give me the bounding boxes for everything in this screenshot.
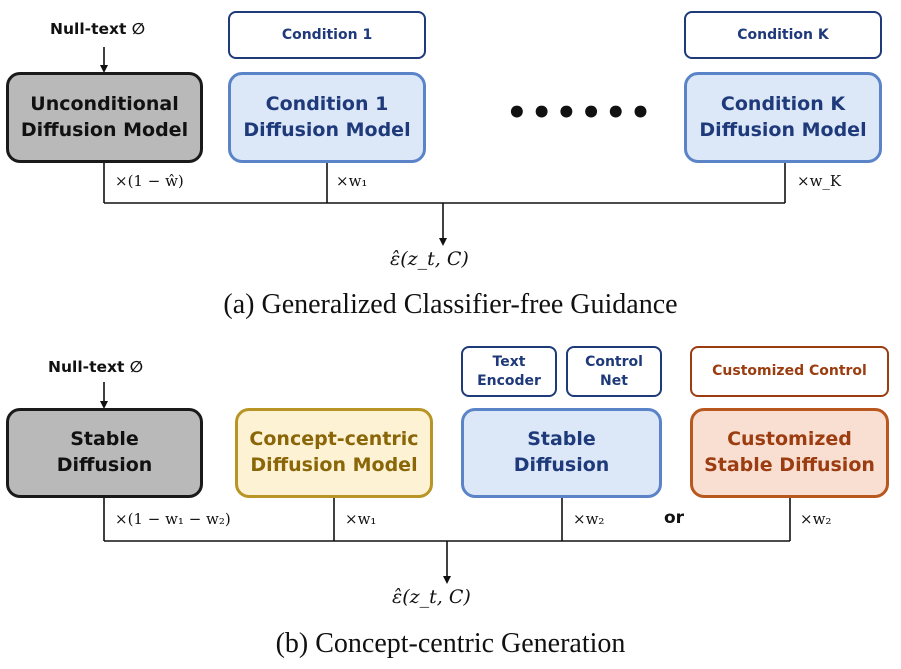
null-text-label-b: Null-text ∅ bbox=[48, 358, 144, 376]
weight-base-b: ×(1 − w₁ − w₂) bbox=[115, 510, 231, 528]
weight-w1-b: ×w₁ bbox=[345, 510, 377, 528]
null-text-label-a: Null-text ∅ bbox=[50, 20, 146, 38]
stable-diffusion-control-box: Stable Diffusion bbox=[461, 408, 662, 498]
condition-k-input: Condition K bbox=[684, 11, 882, 59]
control-net-input: Control Net bbox=[566, 346, 662, 397]
condition-1-diffusion-model-box: Condition 1 Diffusion Model bbox=[228, 72, 426, 163]
weight-wk-a: ×w_K bbox=[797, 172, 842, 190]
weight-w2-b: ×w₂ bbox=[573, 510, 605, 528]
customized-stable-diffusion-box: Customized Stable Diffusion bbox=[690, 408, 889, 498]
weight-w2-alt-b: ×w₂ bbox=[800, 510, 832, 528]
or-label: or bbox=[664, 508, 685, 528]
text-encoder-input: Text Encoder bbox=[461, 346, 557, 397]
customized-control-input: Customized Control bbox=[690, 346, 889, 397]
output-epsilon-b: ε̂(z_t, C) bbox=[392, 586, 471, 608]
caption-b: (b) Concept-centric Generation bbox=[275, 628, 626, 659]
condition-k-diffusion-model-box: Condition K Diffusion Model bbox=[684, 72, 882, 163]
stable-diffusion-base-box: Stable Diffusion bbox=[6, 408, 203, 498]
concept-centric-diffusion-model-box: Concept-centric Diffusion Model bbox=[235, 408, 433, 498]
unconditional-diffusion-model-box: Unconditional Diffusion Model bbox=[6, 72, 203, 163]
ellipsis: •••••• bbox=[506, 93, 655, 133]
weight-unconditional-a: ×(1 − ŵ) bbox=[115, 172, 184, 190]
weight-w1-a: ×w₁ bbox=[336, 172, 368, 190]
output-epsilon-a: ε̂(z_t, C) bbox=[390, 248, 469, 270]
caption-a: (a) Generalized Classifier-free Guidance bbox=[223, 289, 678, 320]
condition-1-input: Condition 1 bbox=[228, 11, 426, 59]
